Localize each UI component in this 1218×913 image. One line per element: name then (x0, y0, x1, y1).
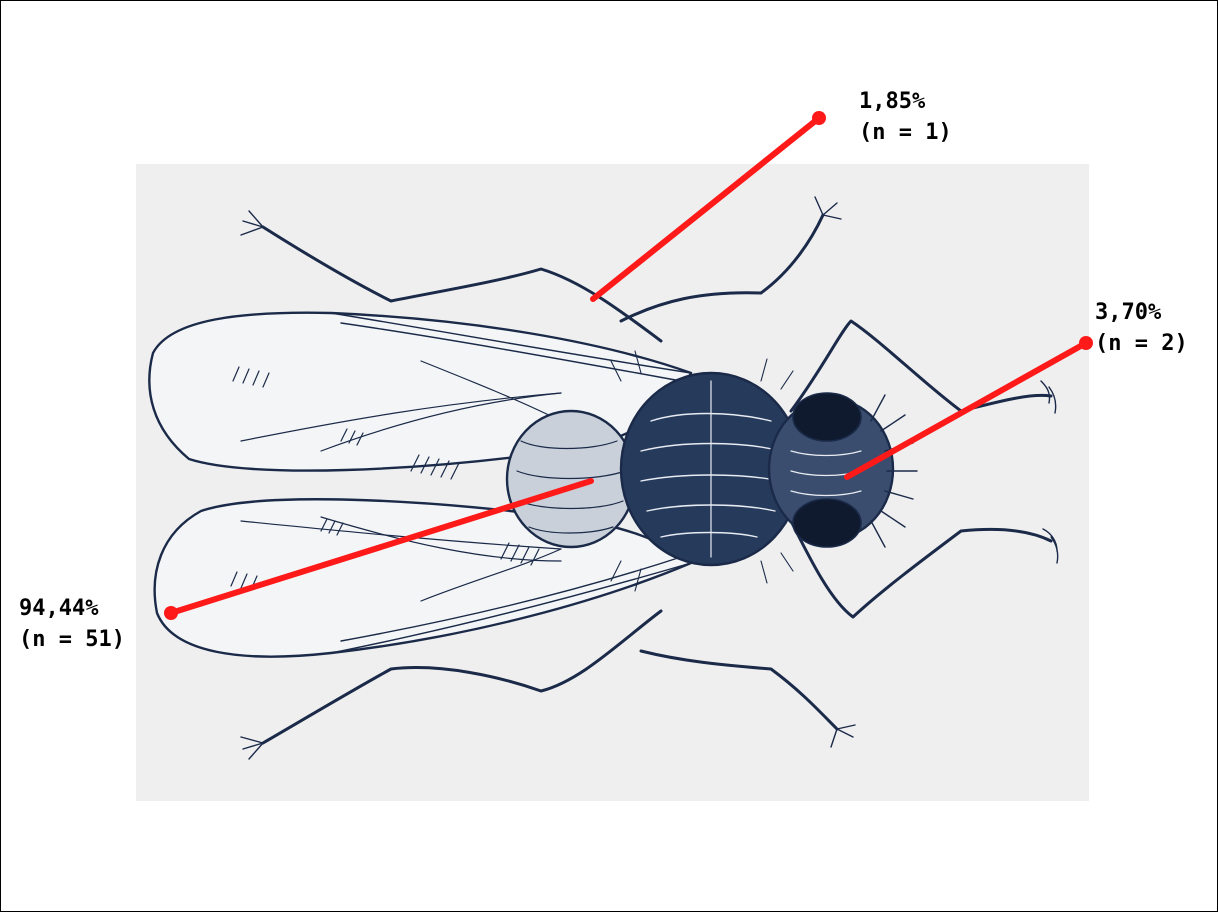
annotation-thorax: 1,85% (n = 1) (859, 86, 952, 148)
annotation-head: 3,70% (n = 2) (1095, 297, 1188, 359)
annotation-abdomen-count: (n = 51) (19, 624, 125, 655)
pointer-dot-abdomen (164, 606, 178, 620)
annotation-head-count: (n = 2) (1095, 328, 1188, 359)
annotation-thorax-count: (n = 1) (859, 117, 952, 148)
annotation-abdomen: 94,44% (n = 51) (19, 593, 125, 655)
pointer-dot-thorax (812, 111, 826, 125)
pointer-dot-head (1079, 336, 1093, 350)
annotation-abdomen-percent: 94,44% (19, 593, 125, 624)
compound-eye-upper (793, 393, 861, 441)
annotation-thorax-percent: 1,85% (859, 86, 952, 117)
annotation-head-percent: 3,70% (1095, 297, 1188, 328)
compound-eye-lower (793, 499, 861, 547)
